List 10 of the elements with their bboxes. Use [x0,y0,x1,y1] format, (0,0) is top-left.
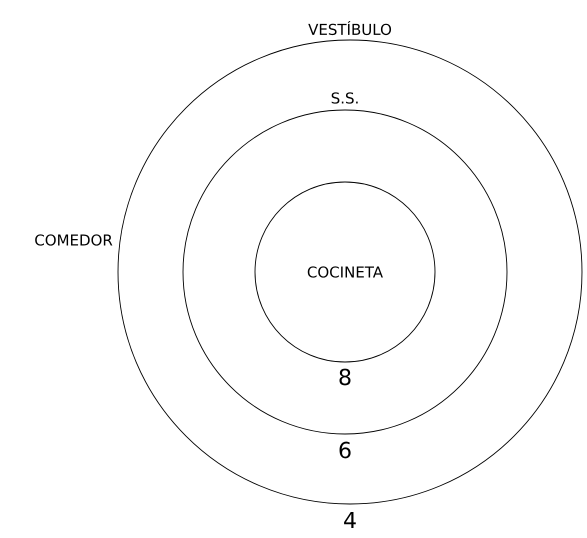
ring-circle [254,182,436,362]
room-label: VESTÍBULO [308,20,392,36]
room-label: COMEDOR [35,234,112,246]
number-label: 6 [340,442,351,458]
ring-circle [182,110,508,434]
number-label: 4 [344,512,356,528]
number-label: 8 [340,368,350,386]
room-label: S.S. [332,92,358,104]
ring-circle [118,40,582,504]
room-label: COCINETA [308,266,383,278]
